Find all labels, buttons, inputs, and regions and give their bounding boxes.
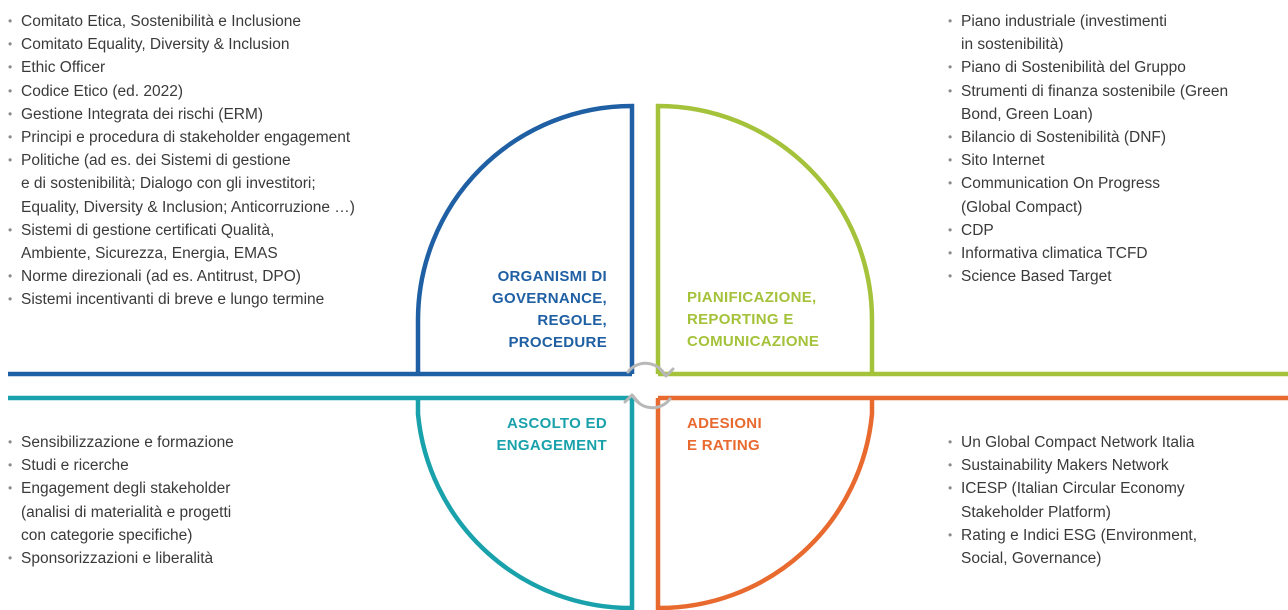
list-item-line: Codice Etico (ed. 2022): [21, 82, 183, 100]
quadrant-title-line: PIANIFICAZIONE,: [687, 289, 817, 306]
list-item: Piano industriale (investimenti in sosten…: [948, 10, 1228, 56]
list-item-line: Sustainability Makers Network: [961, 457, 1169, 475]
quadrant-title-line: ORGANISMI DI: [497, 268, 607, 285]
list-item: Strumenti di finanza sostenibile (GreenB…: [948, 80, 1228, 126]
list-item: Sito Internet: [948, 149, 1228, 172]
list-item-line: Norme direzionali (ad es. Antitrust, DPO…: [21, 268, 301, 286]
governance-item-list: Comitato Etica, Sostenibilità e Inclusio…: [8, 10, 355, 312]
quadrant-title-line: ADESIONI: [687, 415, 762, 432]
quadrant-title-line: ENGAGEMENT: [496, 437, 607, 454]
list-item-line: Bilancio di Sostenibilità (DNF): [961, 129, 1167, 147]
adhesion-item-list: Un Global Compact Network ItaliaSustaina…: [948, 431, 1197, 570]
listening-item-list: Sensibilizzazione e formazioneStudi e ri…: [8, 431, 234, 570]
list-item: Communication On Progress (Global Compact…: [948, 172, 1228, 218]
list-item-line: Politiche (ad es. dei Sistemi di gestion…: [21, 152, 291, 170]
list-item: Un Global Compact Network Italia: [948, 431, 1197, 454]
list-item: Engagement degli stakeholder (analisi di …: [8, 477, 234, 547]
list-item: Sustainability Makers Network: [948, 454, 1197, 477]
list-item: Rating e Indici ESG (Environment, Social,…: [948, 524, 1197, 570]
list-item-line: Comitato Equality, Diversity & Inclusion: [21, 36, 290, 54]
list-item-line: Sensibilizzazione e formazione: [21, 434, 234, 451]
list-item: Sistemi incentivanti di breve e lungo te…: [8, 288, 355, 311]
list-item-line: e di sostenibilità; Dialogo con gli inve…: [21, 175, 316, 193]
list-item-line: Studi e ricerche: [21, 457, 129, 475]
list-item-line: ICESP (Italian Circular Economy: [961, 480, 1185, 498]
list-item: Piano di Sostenibilità del Gruppo: [948, 56, 1228, 79]
list-item-line: CDP: [961, 221, 994, 239]
quadrant-title-line: COMUNICAZIONE: [687, 333, 820, 350]
list-item-line: con categorie specifiche): [21, 526, 193, 544]
list-item-line: Social, Governance): [961, 550, 1102, 568]
list-item-line: Engagement degli stakeholder: [21, 480, 231, 498]
list-item-line: Sito Internet: [961, 152, 1045, 170]
list-item: CDP: [948, 219, 1228, 242]
list-item-line: Sistemi di gestione certificati Qualità,: [21, 221, 275, 239]
list-item-line: Bond, Green Loan): [961, 105, 1093, 123]
list-item-line: Un Global Compact Network Italia: [961, 434, 1195, 451]
list-item: Bilancio di Sostenibilità (DNF): [948, 126, 1228, 149]
list-item: Ethic Officer: [8, 56, 355, 79]
governance-quadrant-title: ORGANISMI DI GOVERNANCE, REGOLE, PROCEDURE: [492, 266, 607, 354]
quadrant-title-line: ASCOLTO ED: [507, 415, 607, 432]
list-item-line: Communication On Progress: [961, 175, 1160, 193]
list-item-line: Stakeholder Platform): [961, 503, 1111, 521]
list-item-line: (analisi di materialità e progetti: [21, 503, 232, 521]
list-item-line: Ambiente, Sicurezza, Energia, EMAS: [21, 245, 278, 263]
list-item: Politiche (ad es. dei Sistemi di gestion…: [8, 149, 355, 219]
refresh-cycle-icon: [623, 361, 675, 410]
adhesion-quadrant-arc: [655, 398, 875, 610]
list-item: Sensibilizzazione e formazione: [8, 431, 234, 454]
list-item: Principi e procedura di stakeholder enga…: [8, 126, 355, 149]
list-item-line: Equality, Diversity & Inclusion; Anticor…: [21, 198, 355, 216]
list-item-line: Strumenti di finanza sostenibile (Green: [961, 82, 1229, 100]
planning-item-list: Piano industriale (investimenti in sosten…: [948, 10, 1228, 289]
listening-quadrant-title: ASCOLTO ED ENGAGEMENT: [496, 413, 607, 457]
list-item: Studi e ricerche: [8, 454, 234, 477]
list-item-line: Comitato Etica, Sostenibilità e Inclusio…: [21, 13, 302, 30]
list-item-line: Rating e Indici ESG (Environment,: [961, 526, 1198, 544]
list-item: Comitato Etica, Sostenibilità e Inclusio…: [8, 10, 355, 33]
quadrant-title-line: GOVERNANCE,: [492, 290, 607, 307]
list-item-line: Piano di Sostenibilità del Gruppo: [961, 59, 1186, 77]
list-item-line: Sistemi incentivanti di breve e lungo te…: [21, 291, 325, 309]
list-item: ICESP (Italian Circular EconomyStakehold…: [948, 477, 1197, 523]
quadrant-title-line: REPORTING E: [687, 311, 794, 328]
adhesion-quadrant-title: ADESIONI E RATING: [687, 413, 762, 457]
listening-quadrant-arc: [415, 398, 635, 610]
list-item-line: (Global Compact): [961, 198, 1083, 216]
list-item: Informativa climatica TCFD: [948, 242, 1228, 265]
list-item-line: Principi e procedura di stakeholder enga…: [21, 129, 351, 147]
list-item: Norme direzionali (ad es. Antitrust, DPO…: [8, 265, 355, 288]
quadrant-title-line: REGOLE,: [537, 312, 607, 329]
list-item: Codice Etico (ed. 2022): [8, 80, 355, 103]
list-item: Comitato Equality, Diversity & Inclusion: [8, 33, 355, 56]
governance-quadrant-arc: [415, 103, 635, 374]
list-item-line: in sostenibilità): [961, 36, 1064, 54]
quadrant-title-line: PROCEDURE: [508, 334, 607, 351]
list-item-line: Science Based Target: [961, 268, 1112, 286]
list-item-line: Informativa climatica TCFD: [961, 245, 1148, 263]
list-item-line: Piano industriale (investimenti: [961, 13, 1167, 30]
list-item-line: Ethic Officer: [21, 59, 106, 77]
list-item-line: Gestione Integrata dei rischi (ERM): [21, 105, 264, 123]
list-item: Science Based Target: [948, 265, 1228, 288]
list-item: Gestione Integrata dei rischi (ERM): [8, 103, 355, 126]
quadrant-title-line: E RATING: [687, 437, 760, 454]
planning-quadrant-arc: [655, 103, 875, 374]
list-item: Sponsorizzazioni e liberalità: [8, 547, 234, 570]
planning-quadrant-title: PIANIFICAZIONE, REPORTING E COMUNICAZIONE: [687, 287, 819, 353]
list-item: Sistemi di gestione certificati Qualità,…: [8, 219, 355, 265]
list-item-line: Sponsorizzazioni e liberalità: [21, 550, 214, 568]
